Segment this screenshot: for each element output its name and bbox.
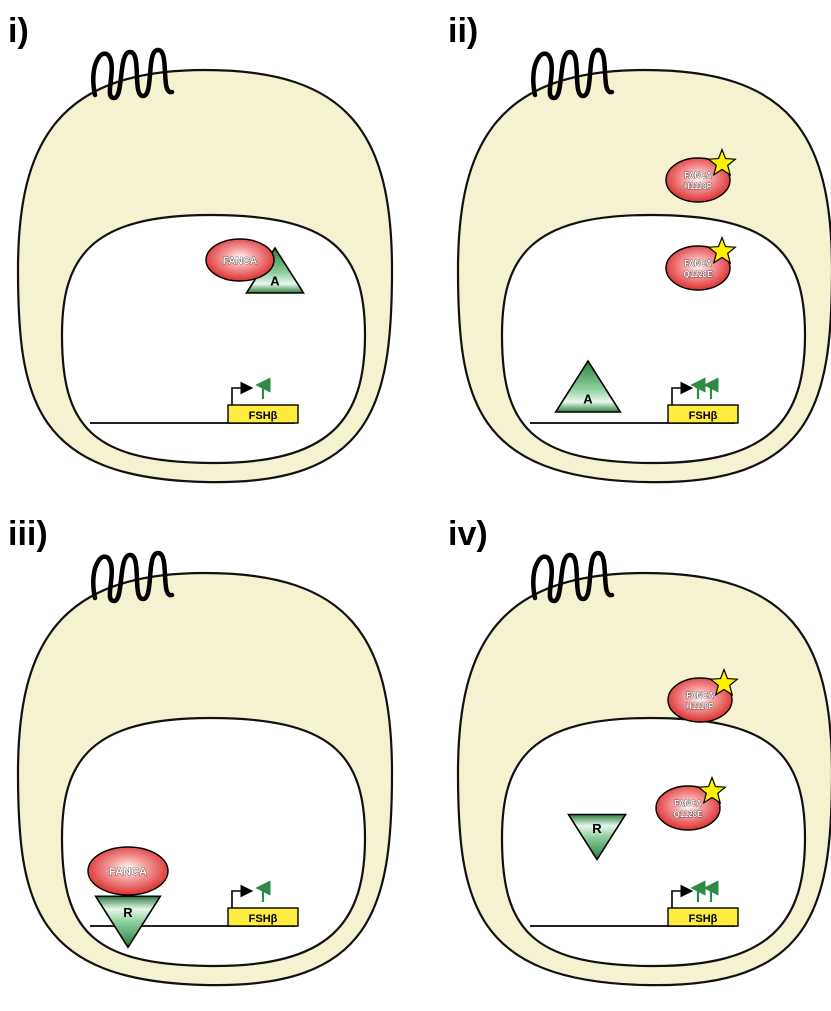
panel-2: ii) FSHβ A FANCA H1110P FANCA Q1128E bbox=[448, 12, 831, 482]
activator-label: A bbox=[583, 392, 593, 407]
activator-label: A bbox=[270, 274, 280, 289]
fanca-label: FANCA bbox=[686, 691, 714, 700]
panel-3: iii) FSHβ R FANCA bbox=[8, 515, 392, 985]
gene-label: FSHβ bbox=[689, 913, 718, 925]
panel-4: iv) FSHβ R FANCA H1110P FANCA Q1128E bbox=[448, 515, 831, 985]
fanca-label: FANCA bbox=[684, 171, 712, 180]
nucleus bbox=[62, 718, 365, 966]
fanca-mutation-label: H1110P bbox=[686, 702, 715, 711]
fanca-label: FANCA bbox=[684, 259, 712, 268]
nucleus bbox=[502, 215, 805, 463]
panel-label: ii) bbox=[448, 12, 478, 50]
fanca-label: FANCA bbox=[109, 866, 147, 878]
fanca-mutation-label: Q1128E bbox=[684, 270, 714, 279]
fanca-mutation-label: Q1128E bbox=[674, 810, 704, 819]
gene-label: FSHβ bbox=[689, 410, 718, 422]
fanca-label: FANCA bbox=[674, 799, 702, 808]
repressor-label: R bbox=[592, 821, 602, 836]
repressor-label: R bbox=[123, 905, 133, 920]
gene-label: FSHβ bbox=[249, 913, 278, 925]
panel-label: iii) bbox=[8, 515, 48, 553]
panel-1: i) FSHβ A FANCA bbox=[8, 12, 392, 482]
panel-label: i) bbox=[8, 12, 29, 50]
gene-label: FSHβ bbox=[249, 410, 278, 422]
fanca-label: FANCA bbox=[223, 256, 257, 267]
panel-label: iv) bbox=[448, 515, 488, 553]
fanca-mutation-label: H1110P bbox=[684, 182, 713, 191]
nucleus bbox=[502, 718, 805, 966]
